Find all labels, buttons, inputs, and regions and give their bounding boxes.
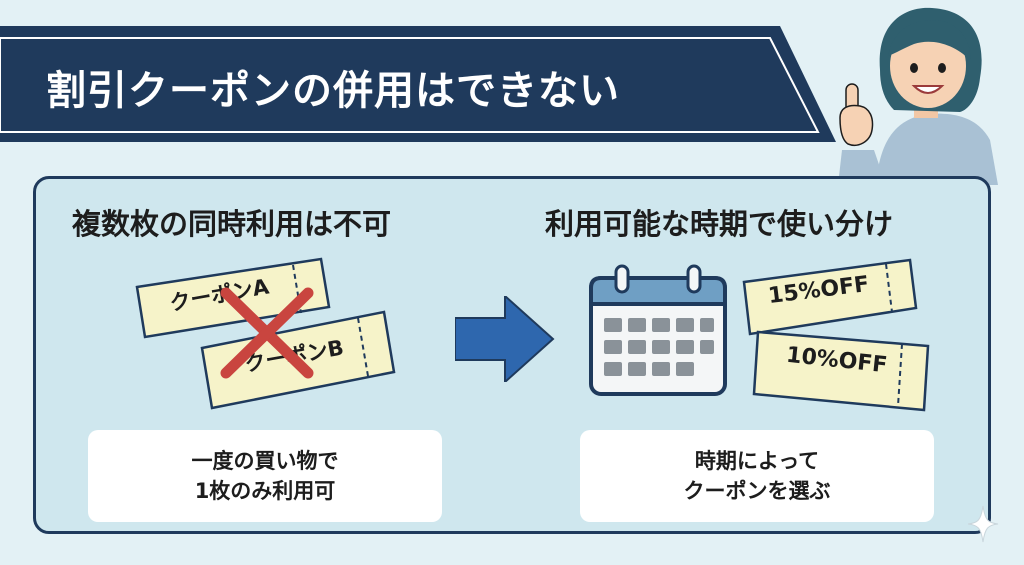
left-note-box: 一度の買い物で 1枚のみ利用可 — [88, 430, 442, 522]
title-banner: 割引クーポンの併用はできない — [0, 0, 840, 150]
coupon-15-ticket: 15%OFF — [742, 256, 918, 338]
person-pointing-icon — [828, 0, 1024, 185]
right-arrow-icon — [454, 293, 555, 385]
sparkle-icon — [966, 504, 1000, 544]
right-heading: 利用可能な時期で使い分け — [545, 207, 894, 241]
calendar-icon — [588, 264, 728, 398]
right-note-text: 時期によって クーポンを選ぶ — [683, 449, 831, 503]
right-note-box: 時期によって クーポンを選ぶ — [580, 430, 934, 522]
coupon-10-ticket: 10%OFF — [752, 328, 932, 414]
cross-icon — [212, 283, 322, 383]
left-note-text: 一度の買い物で 1枚のみ利用可 — [191, 449, 339, 503]
left-heading: 複数枚の同時利用は不可 — [72, 207, 392, 241]
page-title: 割引クーポンの併用はできない — [46, 68, 620, 114]
